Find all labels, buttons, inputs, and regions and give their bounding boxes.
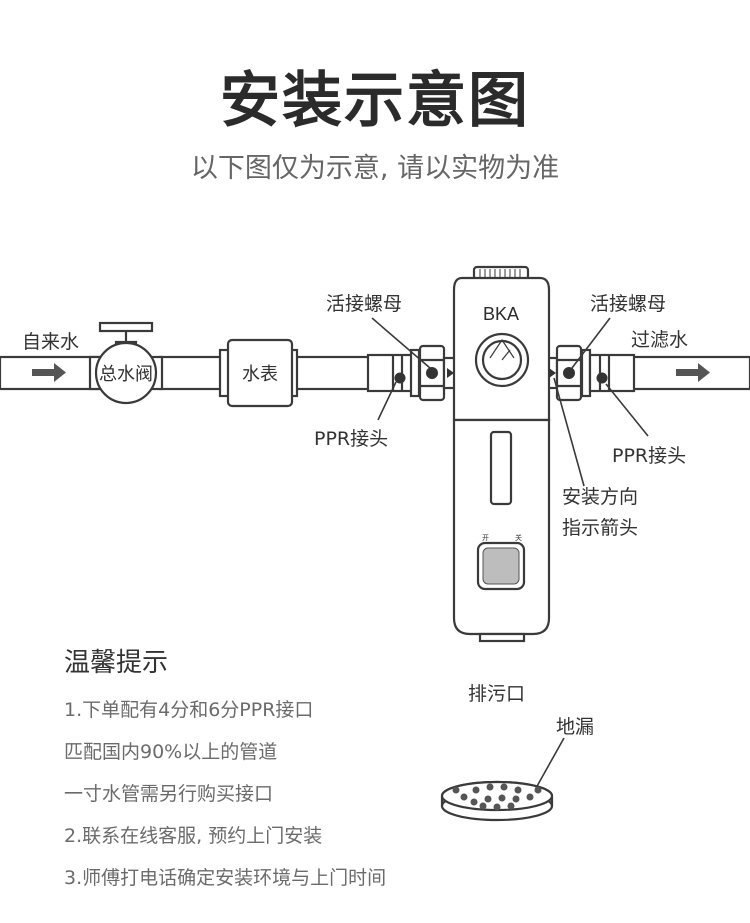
sight-window [489,430,513,506]
switch-close-label: 关 [515,533,522,542]
left-connector [366,344,458,402]
inlet-pipe [0,355,102,391]
ppr-dot-right [596,372,608,384]
direction-arrow-left [447,368,454,378]
tip-item: 匹配国内90%以上的管道 [64,741,278,763]
ppr-dot-left [394,372,406,384]
leader-direction [553,377,585,487]
label-ppr-joint-left: PPR接头 [314,428,388,450]
leader-ppr-left [377,381,397,421]
label-floor-drain: 地漏 [556,716,594,738]
brand-logo: BKA [483,304,519,324]
water-meter [218,338,299,408]
switch-open-label: 开 [482,534,489,542]
union-nut-dot-left [426,367,438,379]
label-direction-arrow: 安装方向 [562,486,638,508]
cap-grip [479,269,521,277]
tip-item: 3.师傅打电话确定安装环境与上门时间 [64,867,387,889]
union-nut-dot-right [563,367,575,379]
label-inlet-water: 自来水 [22,331,79,353]
page-title: 安装示意图 [220,66,530,136]
leader-union-right [571,317,611,369]
label-union-nut-left: 活接螺母 [326,293,402,315]
pipe-segment-2 [293,355,372,391]
label-direction-arrow-line2: 指示箭头 [562,517,638,539]
main-valve [88,321,164,405]
label-ppr-joint-right: PPR接头 [612,445,686,467]
leader-floor-drain [535,737,565,789]
label-water-meter: 水表 [242,364,278,385]
label-drain-outlet: 排污口 [468,683,525,705]
pipe-segment-1 [158,355,224,391]
leader-ppr-right [605,383,649,437]
tip-item: 一寸水管需另行购买接口 [64,783,274,805]
outlet-flow-arrow [676,363,710,382]
direction-arrow-right [549,368,556,378]
tip-item: 1.下单配有4分和6分PPR接口 [64,699,314,721]
page-subtitle: 以下图仅为示意, 请以实物为准 [190,153,560,184]
floor-drain-holes [452,783,542,811]
label-union-nut-right: 活接螺母 [590,293,666,315]
label-filtered-water: 过滤水 [631,329,688,351]
leader-union-left [371,317,431,369]
inlet-flow-arrow [32,363,66,382]
tip-item: 2.联系在线客服, 预约上门安装 [64,825,323,847]
label-main-valve: 总水阀 [99,364,153,385]
tips-title: 温馨提示 [64,648,169,678]
